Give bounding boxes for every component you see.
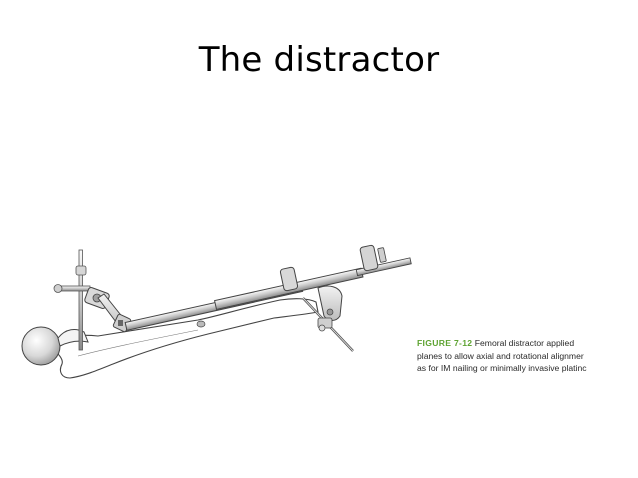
femoral-distractor-illustration (21, 244, 412, 379)
caption-line-2: planes to allow axial and rotational ali… (417, 350, 584, 361)
distal-nut (359, 244, 379, 272)
femur-bone (47, 298, 319, 379)
caption-line-3: as for IM nailing or minimally invasive … (417, 363, 587, 373)
figure-caption: FIGURE 7-12 Femoral distractor applied p… (417, 337, 638, 375)
caption-line-1-text: Femoral distractor applied (474, 338, 575, 348)
femoral-head (21, 326, 61, 366)
slide-title: The distractor (198, 40, 440, 80)
proximal-pin (78, 249, 83, 351)
caption-line-1: FIGURE 7-12 Femoral distractor applied (417, 337, 638, 350)
caption-figure-label: FIGURE 7-12 (417, 338, 473, 348)
slide-block (279, 266, 299, 292)
